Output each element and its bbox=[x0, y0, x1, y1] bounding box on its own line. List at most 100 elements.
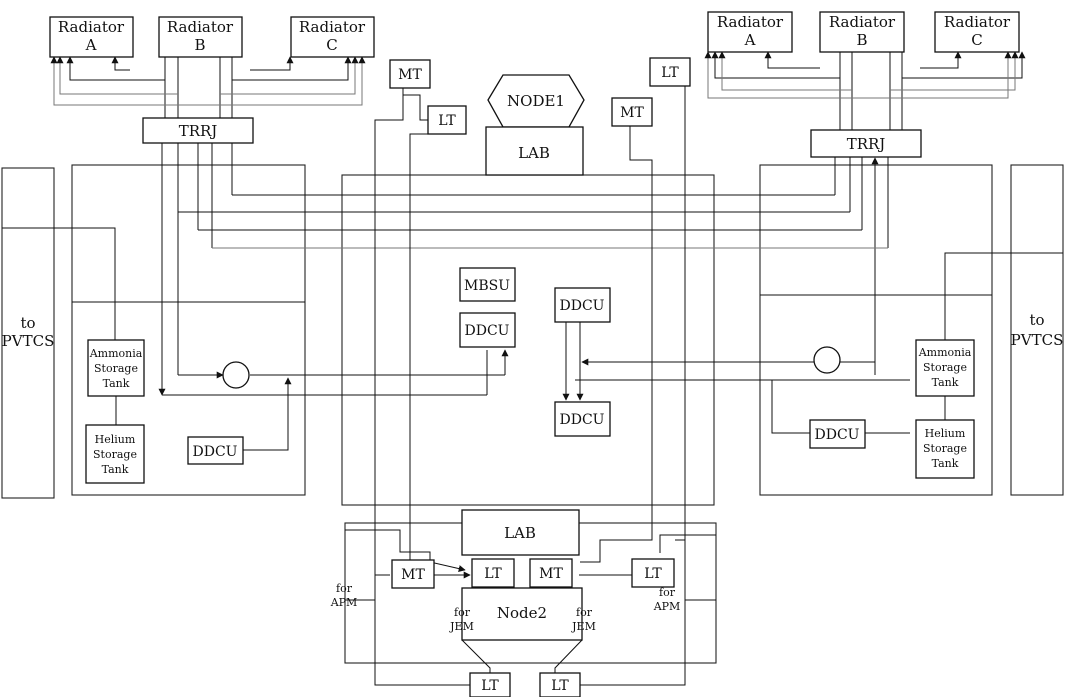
helium-left-line2: Storage bbox=[93, 448, 137, 461]
radiator-right-c: Radiator C bbox=[934, 11, 1020, 53]
radiator-right-b-line2: B bbox=[856, 31, 867, 49]
trrj-right-label: TRRJ bbox=[847, 135, 886, 153]
lt-bottom-right-label: LT bbox=[644, 566, 662, 582]
helium-right-line3: Tank bbox=[932, 457, 959, 470]
right-radiator-lines bbox=[704, 50, 1026, 375]
trrj-right: TRRJ bbox=[810, 129, 922, 158]
lt-bottom-center-left-box: LT bbox=[471, 558, 515, 588]
helium-tank-left: Helium Storage Tank bbox=[85, 424, 145, 484]
mt-top-box: MT bbox=[389, 59, 431, 89]
radiator-left-b: Radiator B bbox=[158, 16, 243, 58]
ddcu-center-right-top-label: DDCU bbox=[560, 298, 605, 314]
center-module-area bbox=[341, 174, 715, 506]
radiator-right-a: Radiator A bbox=[707, 11, 793, 53]
lt-bottom-a-box: LT bbox=[469, 672, 511, 697]
lt-top-right-box: LT bbox=[649, 57, 691, 87]
ddcu-center-right-top: DDCU bbox=[554, 287, 611, 323]
mt-bottom-left-box: MT bbox=[391, 559, 435, 589]
for-jem-left-line1: for bbox=[454, 606, 471, 619]
ddcu-left-label: DDCU bbox=[193, 444, 238, 460]
radiator-right-a-line2: A bbox=[744, 31, 756, 49]
trrj-left-label: TRRJ bbox=[179, 122, 218, 140]
left-module-area bbox=[71, 164, 306, 496]
ddcu-right-label: DDCU bbox=[815, 427, 860, 443]
helium-left-line1: Helium bbox=[95, 433, 136, 446]
radiator-left-a-line2: A bbox=[85, 36, 97, 54]
node1-label: NODE1 bbox=[507, 92, 565, 110]
mt-bottom-left-label: MT bbox=[401, 567, 425, 583]
mt-top-label: MT bbox=[398, 67, 422, 83]
ddcu-center-right-bottom: DDCU bbox=[554, 401, 611, 437]
helium-right-line2: Storage bbox=[923, 442, 967, 455]
pump-left bbox=[222, 361, 250, 389]
lab-top-box: LAB bbox=[485, 126, 584, 176]
ddcu-center-right-bottom-label: DDCU bbox=[560, 412, 605, 428]
node1-hexagon: NODE1 bbox=[487, 74, 585, 128]
node2-box: Node2 bbox=[461, 587, 583, 641]
mt-top-right-label: MT bbox=[620, 105, 644, 121]
lt-top-right-label: LT bbox=[661, 65, 679, 81]
for-apm-left-line2: APM bbox=[330, 596, 358, 609]
ddcu-left: DDCU bbox=[187, 436, 244, 465]
ddcu-center-left: DDCU bbox=[459, 312, 516, 348]
lab-bottom-box: LAB bbox=[461, 509, 580, 556]
radiator-left-a-line1: Radiator bbox=[58, 18, 125, 36]
for-jem-right-line2: JEM bbox=[571, 620, 596, 633]
mt-bottom-center-right-label: MT bbox=[539, 566, 563, 582]
left-radiator-lines bbox=[50, 56, 366, 396]
radiator-left-b-line2: B bbox=[194, 36, 205, 54]
helium-left-line3: Tank bbox=[102, 463, 129, 476]
ammonia-left-line1: Ammonia bbox=[89, 347, 143, 360]
radiator-left-c-line2: C bbox=[326, 36, 337, 54]
trrj-left: TRRJ bbox=[142, 117, 254, 144]
ammonia-tank-left: Ammonia Storage Tank bbox=[87, 339, 145, 397]
to-pvtcs-right-line1: to bbox=[1029, 311, 1044, 329]
radiator-left-b-line1: Radiator bbox=[167, 18, 234, 36]
radiator-left-c-line1: Radiator bbox=[299, 18, 366, 36]
mbsu-label: MBSU bbox=[464, 278, 510, 294]
radiator-right-a-line1: Radiator bbox=[717, 13, 784, 31]
helium-right-line1: Helium bbox=[925, 427, 966, 440]
for-apm-left-line1: for bbox=[336, 582, 353, 595]
ammonia-right-line3: Tank bbox=[932, 376, 959, 389]
for-apm-right-line1: for bbox=[659, 586, 676, 599]
lt-bottom-right-box: LT bbox=[631, 558, 675, 588]
for-jem-right-line1: for bbox=[576, 606, 593, 619]
mt-top-right-box: MT bbox=[611, 97, 653, 127]
ammonia-right-line1: Ammonia bbox=[918, 346, 972, 359]
ammonia-left-line2: Storage bbox=[94, 362, 138, 375]
to-pvtcs-right-line2: PVTCS bbox=[1011, 331, 1064, 349]
to-pvtcs-right-panel bbox=[1010, 164, 1064, 496]
pump-right bbox=[813, 346, 841, 374]
lab-bottom-label: LAB bbox=[504, 524, 536, 542]
ammonia-right-line2: Storage bbox=[923, 361, 967, 374]
radiator-left-a: Radiator A bbox=[49, 16, 134, 58]
mbsu-box: MBSU bbox=[459, 267, 516, 302]
for-jem-left-line2: JEM bbox=[449, 620, 474, 633]
right-module-area bbox=[759, 164, 993, 496]
helium-tank-right: Helium Storage Tank bbox=[915, 419, 975, 479]
ammonia-left-line3: Tank bbox=[103, 377, 130, 390]
lt-bottom-center-left-label: LT bbox=[484, 566, 502, 582]
lt-bottom-b-box: LT bbox=[539, 672, 581, 697]
lt-top-left-label: LT bbox=[438, 113, 456, 129]
to-pvtcs-left-panel bbox=[1, 167, 55, 499]
lt-bottom-a-label: LT bbox=[481, 678, 499, 694]
ammonia-tank-right: Ammonia Storage Tank bbox=[915, 339, 975, 397]
ddcu-right: DDCU bbox=[809, 419, 866, 449]
trunk-lines bbox=[2, 194, 1063, 451]
for-apm-right-line2: APM bbox=[653, 600, 681, 613]
lt-top-left-box: LT bbox=[427, 105, 467, 135]
radiator-right-c-line1: Radiator bbox=[944, 13, 1011, 31]
to-pvtcs-left-line2: PVTCS bbox=[2, 332, 55, 350]
radiator-right-b-line1: Radiator bbox=[829, 13, 896, 31]
ddcu-center-left-label: DDCU bbox=[465, 323, 510, 339]
node2-label: Node2 bbox=[497, 604, 547, 622]
to-pvtcs-left-line1: to bbox=[20, 314, 35, 332]
radiator-right-c-line2: C bbox=[971, 31, 982, 49]
radiator-left-c: Radiator C bbox=[290, 16, 375, 58]
lab-top-label: LAB bbox=[518, 144, 550, 162]
lt-bottom-b-label: LT bbox=[551, 678, 569, 694]
